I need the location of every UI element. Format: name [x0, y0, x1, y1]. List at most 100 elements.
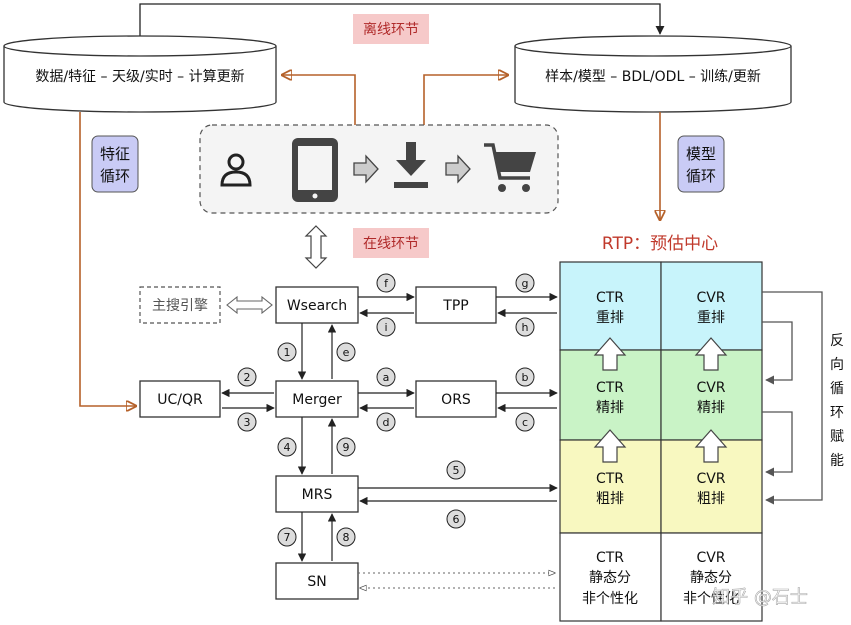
- rtp-static-cvr-line1: CVR: [696, 550, 725, 566]
- marker-7-label: 7: [284, 531, 291, 544]
- rtp-title: RTP：预估中心: [602, 234, 718, 254]
- rtp-static-ctr-cell: [559, 532, 662, 622]
- model-loop-badge: [677, 135, 725, 193]
- rtp-rerank-ctr-line2: 重排: [596, 310, 624, 326]
- main-search-box: [139, 286, 221, 324]
- feedback-fine-to-coarse: [762, 411, 793, 477]
- marker-f: f: [376, 273, 396, 293]
- ors-box: [415, 380, 497, 418]
- merger-box: [275, 380, 359, 418]
- db-sync-arrow: [139, 3, 665, 38]
- up-arrow-icon: [694, 429, 728, 463]
- main-search-label: 主搜引擎: [152, 298, 208, 314]
- marker-g: g: [515, 273, 535, 293]
- marker-6-label: 6: [453, 513, 460, 526]
- to-db-left-arrow: [282, 75, 356, 125]
- arrow-right-icon: [445, 154, 471, 184]
- feedback-char-1: 反: [830, 333, 844, 349]
- sn-box: [275, 562, 359, 600]
- feedback-rerank-to-fine: [762, 321, 793, 385]
- marker-i: i: [376, 317, 396, 337]
- feature-loop-line1: 特征: [100, 145, 130, 163]
- rtp-rerank-cvr-line2: 重排: [697, 310, 725, 326]
- marker-7: 7: [277, 527, 297, 547]
- rtp-static-cvr-cell: [660, 532, 763, 622]
- wsearch-label: Wsearch: [287, 298, 347, 314]
- merger-label: Merger: [292, 392, 342, 408]
- marker-1: 1: [277, 342, 297, 362]
- marker-3: 3: [237, 412, 257, 432]
- marker-h: h: [515, 317, 535, 337]
- online-double-arrow: [304, 225, 328, 269]
- up-arrow-icon: [593, 337, 627, 371]
- feedback-char-3: 循: [830, 381, 844, 397]
- feedback-outer-loop: [762, 291, 823, 505]
- feedback-char-2: 向: [830, 357, 844, 373]
- marker-i-label: i: [384, 321, 387, 334]
- rtp-static-cvr-line3: 非个性化: [683, 591, 739, 607]
- ors-label: ORS: [441, 392, 471, 408]
- marker-1-label: 1: [284, 346, 291, 359]
- rtp-coarse-ctr-line1: CTR: [596, 471, 624, 487]
- watermark: 知乎 @石士: [712, 587, 808, 608]
- ucqr-label: UC/QR: [157, 392, 203, 408]
- marker-f-label: f: [384, 277, 389, 290]
- marker-5: 5: [446, 460, 466, 480]
- wsearch-box: [275, 286, 359, 324]
- marker-4: 4: [277, 437, 297, 457]
- rtp-rerank-cvr-cell: [660, 261, 763, 351]
- marker-8: 8: [336, 527, 356, 547]
- marker-b-label: b: [522, 371, 529, 384]
- marker-9-label: 9: [343, 441, 350, 454]
- tpp-label: TPP: [442, 298, 468, 314]
- mrs-label: MRS: [302, 487, 333, 503]
- rtp-coarse-cvr-line1: CVR: [696, 471, 725, 487]
- db-right: 样本/模型 – BDL/ODL – 训练/更新: [514, 35, 792, 113]
- rtp-coarse-cvr-line2: 粗排: [697, 491, 725, 507]
- user-activity-panel: [199, 124, 559, 214]
- main-search-double-arrow: [226, 295, 273, 315]
- rtp-grid: CTR 重排 CVR 重排 CTR 精排 CVR 精排 CTR 粗排 CVR 粗…: [559, 261, 763, 622]
- up-arrow-icon: [593, 429, 627, 463]
- tpp-box: [415, 286, 497, 324]
- rtp-rerank-cvr-line1: CVR: [696, 290, 725, 306]
- marker-d-label: d: [383, 416, 390, 429]
- download-icon: [394, 142, 428, 188]
- feature-loop-badge: [91, 135, 139, 193]
- db-left: 数据/特征 – 天级/实时 – 计算更新: [3, 35, 277, 113]
- marker-c-label: c: [522, 416, 528, 429]
- feedback-char-6: 能: [830, 453, 844, 469]
- marker-h-label: h: [522, 321, 529, 334]
- marker-b: b: [515, 367, 535, 387]
- marker-8-label: 8: [343, 531, 350, 544]
- user-icon: [220, 153, 252, 187]
- feedback-char-4: 环: [830, 405, 844, 421]
- marker-4-label: 4: [284, 441, 291, 454]
- rtp-coarse-ctr-line2: 粗排: [596, 491, 624, 507]
- rtp-fine-ctr-line1: CTR: [596, 380, 624, 396]
- rtp-static-ctr-line1: CTR: [596, 550, 624, 566]
- rtp-rerank-ctr-cell: [559, 261, 662, 351]
- up-arrow-icon: [694, 337, 728, 371]
- feature-loop-line2: 循环: [100, 167, 130, 185]
- rtp-fine-ctr-line2: 精排: [596, 400, 624, 416]
- arrow-right-icon: [353, 154, 379, 184]
- online-tag-bg: [353, 228, 429, 258]
- marker-2: 2: [237, 367, 257, 387]
- rtp-fine-cvr-line1: CVR: [696, 380, 725, 396]
- feature-loop-arrow: [79, 112, 136, 406]
- marker-g-label: g: [522, 277, 529, 290]
- marker-c: c: [515, 412, 535, 432]
- db-left-label: 数据/特征 – 天级/实时 – 计算更新: [35, 69, 244, 85]
- offline-tag: 离线环节: [363, 21, 419, 38]
- mrs-box: [275, 475, 359, 513]
- cart-icon: [484, 143, 536, 192]
- db-right-label: 样本/模型 – BDL/ODL – 训练/更新: [545, 69, 761, 85]
- rtp-rerank-ctr-line1: CTR: [596, 290, 624, 306]
- marker-5-label: 5: [453, 464, 460, 477]
- marker-2-label: 2: [244, 371, 251, 384]
- marker-e-label: e: [343, 346, 350, 359]
- marker-e: e: [336, 342, 356, 362]
- rtp-static-cvr-line2: 静态分: [690, 570, 732, 586]
